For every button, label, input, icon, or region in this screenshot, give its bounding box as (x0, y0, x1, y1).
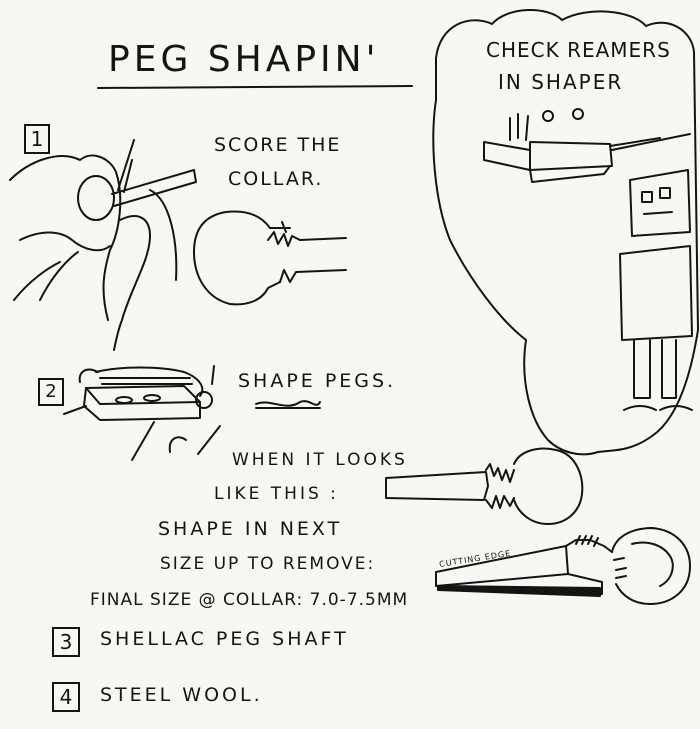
title-underline (97, 85, 413, 89)
scribbled-out-text (255, 400, 321, 409)
step-3-line-1: SHELLAC PEG SHAFT (100, 628, 349, 650)
thought-bubble-line-1: CHECK REAMERS (486, 38, 671, 62)
step-1-number: 1 (24, 124, 50, 154)
step-4-number: 4 (52, 682, 80, 712)
instruction-line-2: LIKE THIS : (214, 484, 339, 504)
robot-figure-icon (619, 169, 693, 411)
step-2-line-1: SHAPE PEGS. (238, 370, 397, 392)
peg-collar-diagram (193, 210, 347, 306)
peg-shaper-tool-icon (63, 365, 221, 461)
hands-scoring-collar-icon (9, 139, 197, 351)
worn-peg-sketch-icon (385, 447, 584, 525)
page-title: PEG SHAPIN' (108, 39, 380, 80)
peg-in-reamer-diagram (435, 527, 691, 605)
step-4-line-1: STEEL WOOL. (100, 684, 263, 706)
final-size-note: FINAL SIZE @ COLLAR: 7.0-7.5mm (90, 590, 409, 610)
step-3-number: 3 (52, 627, 80, 657)
instruction-line-4: SIZE UP TO REMOVE: (160, 554, 376, 574)
instruction-line-1: WHEN IT LOOKS (232, 450, 408, 470)
step-1-line-1: SCORE THE (214, 134, 342, 156)
instruction-line-3: SHAPE IN NEXT (158, 518, 343, 540)
step-2-number: 2 (38, 378, 64, 406)
thought-bubble-line-2: IN SHAPER (498, 70, 624, 94)
step-1-line-2: COLLAR. (228, 168, 324, 190)
thought-bubble (432, 9, 699, 456)
cutting-edge-wedge (437, 585, 601, 597)
reamer-sketch-icon (483, 108, 691, 183)
